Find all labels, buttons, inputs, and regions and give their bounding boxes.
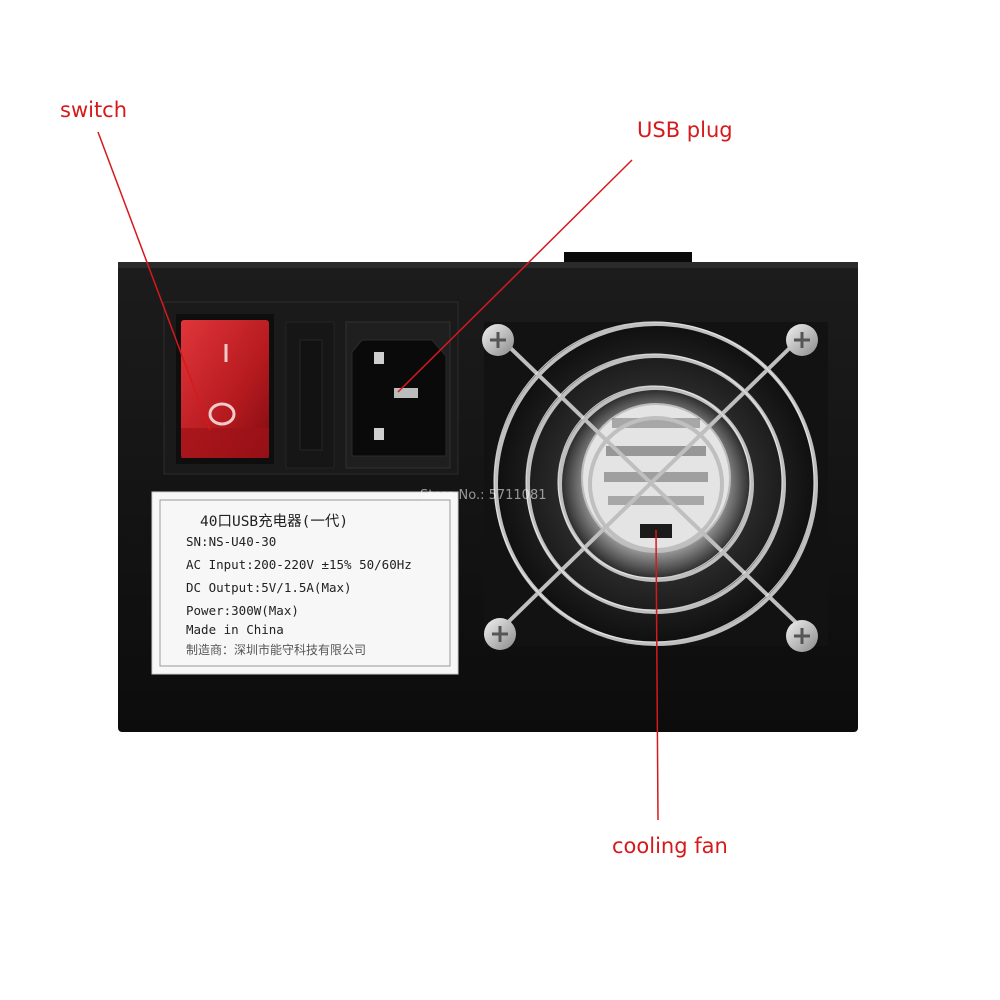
switch-pointer-line — [97, 131, 211, 431]
rocker-switch — [181, 320, 269, 458]
switch-callout-label: switch — [60, 98, 128, 122]
usb-plug-pointer-line — [397, 159, 633, 393]
label-serial-number: SN:NS-U40-30 — [186, 534, 277, 549]
screw — [786, 620, 818, 652]
label-dc-output: DC Output:5V/1.5A(Max) — [186, 580, 352, 595]
label-power: Power:300W(Max) — [186, 603, 299, 618]
store-watermark: Store No.: 5711081 — [420, 488, 547, 503]
label-made-in: Made in China — [186, 622, 284, 637]
screw — [786, 324, 818, 356]
label-manufacturer: 制造商：深圳市能守科技有限公司 — [186, 643, 367, 657]
spec-label — [151, 491, 459, 675]
switch-off-mark: O — [215, 405, 216, 406]
cooling-fan-pointer-line — [655, 529, 659, 821]
label-title: 40口USB充电器(一代) — [200, 514, 349, 530]
cooling-fan-callout-label: cooling fan — [612, 834, 728, 858]
usb-plug-callout-label: USB plug — [637, 118, 733, 142]
label-ac-input: AC Input:200-220V ±15% 50/60Hz — [186, 557, 412, 572]
screw — [484, 618, 516, 650]
screw — [482, 324, 514, 356]
